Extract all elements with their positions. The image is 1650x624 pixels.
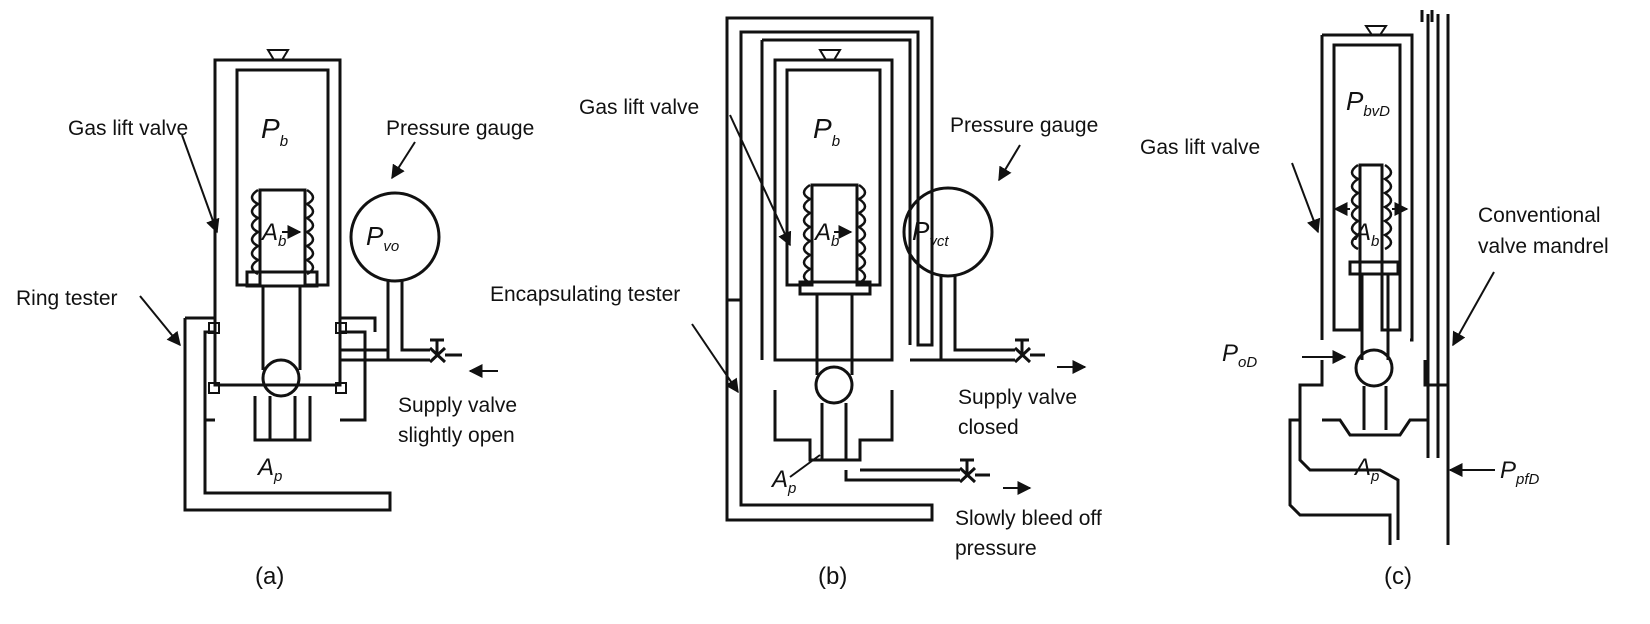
pod-symbol: PoD — [1222, 340, 1257, 371]
pb-symbol-a: Pb — [261, 113, 288, 150]
ab-symbol-c: Ab — [1353, 219, 1379, 250]
bleed-valve-b — [958, 458, 990, 484]
gas-lift-valve-label-c: Gas lift valve — [1140, 136, 1260, 159]
bellows-c — [1350, 163, 1393, 251]
bleed-label-line2: pressure — [955, 537, 1037, 560]
ring-tester-a — [183, 318, 392, 512]
pressure-gauge-label-b: Pressure gauge — [950, 114, 1098, 137]
ap-symbol-c: Ap — [1353, 454, 1379, 485]
gas-lift-valve-label-b: Gas lift valve — [579, 96, 699, 119]
cap-knob-c — [1364, 25, 1388, 36]
ppfd-symbol: PpfD — [1500, 457, 1540, 488]
panel-b — [691, 16, 1087, 522]
ball-c — [1354, 348, 1394, 388]
pressure-gauge-label-a: Pressure gauge — [386, 117, 534, 140]
supply-valve-b — [1013, 338, 1045, 364]
caption-c: (c) — [1384, 563, 1412, 590]
bleed-label-line1: Slowly bleed off — [955, 507, 1102, 530]
cap-knob-a — [266, 49, 290, 61]
pb-symbol-b: Pb — [813, 113, 840, 150]
pressure-gauge-b — [902, 186, 994, 278]
port-a — [253, 396, 312, 442]
bellows-base-a — [245, 270, 319, 288]
cap-knob-b — [818, 49, 842, 61]
supply-valve-a — [428, 338, 462, 364]
pvo-symbol: Pvo — [366, 221, 399, 255]
pressure-gauge-a — [349, 191, 441, 283]
gas-lift-valve-label-a: Gas lift valve — [68, 117, 188, 140]
valve-body-a — [213, 58, 342, 387]
mandrel-label-line2: valve mandrel — [1478, 235, 1609, 258]
ring-tester-label: Ring tester — [16, 287, 118, 310]
caption-a: (a) — [255, 563, 284, 590]
pbvd-symbol: PbvD — [1346, 86, 1390, 120]
bellows-b — [802, 183, 867, 285]
valve-body-b — [773, 58, 894, 362]
dome-a — [235, 68, 330, 287]
dome-b — [785, 68, 882, 287]
ab-symbol-a: Ab — [260, 219, 286, 250]
valve-body-c — [1320, 33, 1414, 342]
supply-valve-label-a-line1: Supply valve — [398, 394, 517, 417]
pvct-symbol: Pvct — [912, 216, 949, 250]
ball-b — [814, 365, 854, 405]
ap-symbol-b: Ap — [770, 466, 796, 497]
bellows-a — [250, 188, 315, 276]
stem-a — [261, 286, 302, 370]
supply-valve-label-b-line2: closed — [958, 416, 1019, 439]
panel-a — [139, 49, 498, 512]
panel-c — [1288, 10, 1495, 545]
encapsulating-tester-label: Encapsulating tester — [490, 283, 680, 306]
ap-symbol-a: Ap — [256, 454, 282, 485]
supply-valve-label-a-line2: slightly open — [398, 424, 515, 447]
encapsulating-tester-b — [725, 16, 934, 347]
mandrel-c — [1420, 10, 1450, 545]
ab-symbol-b: Ab — [813, 219, 839, 250]
mandrel-label-line1: Conventional — [1478, 204, 1601, 227]
ball-a — [261, 358, 301, 398]
supply-valve-label-b-line1: Supply valve — [958, 386, 1077, 409]
caption-b: (b) — [818, 563, 847, 590]
